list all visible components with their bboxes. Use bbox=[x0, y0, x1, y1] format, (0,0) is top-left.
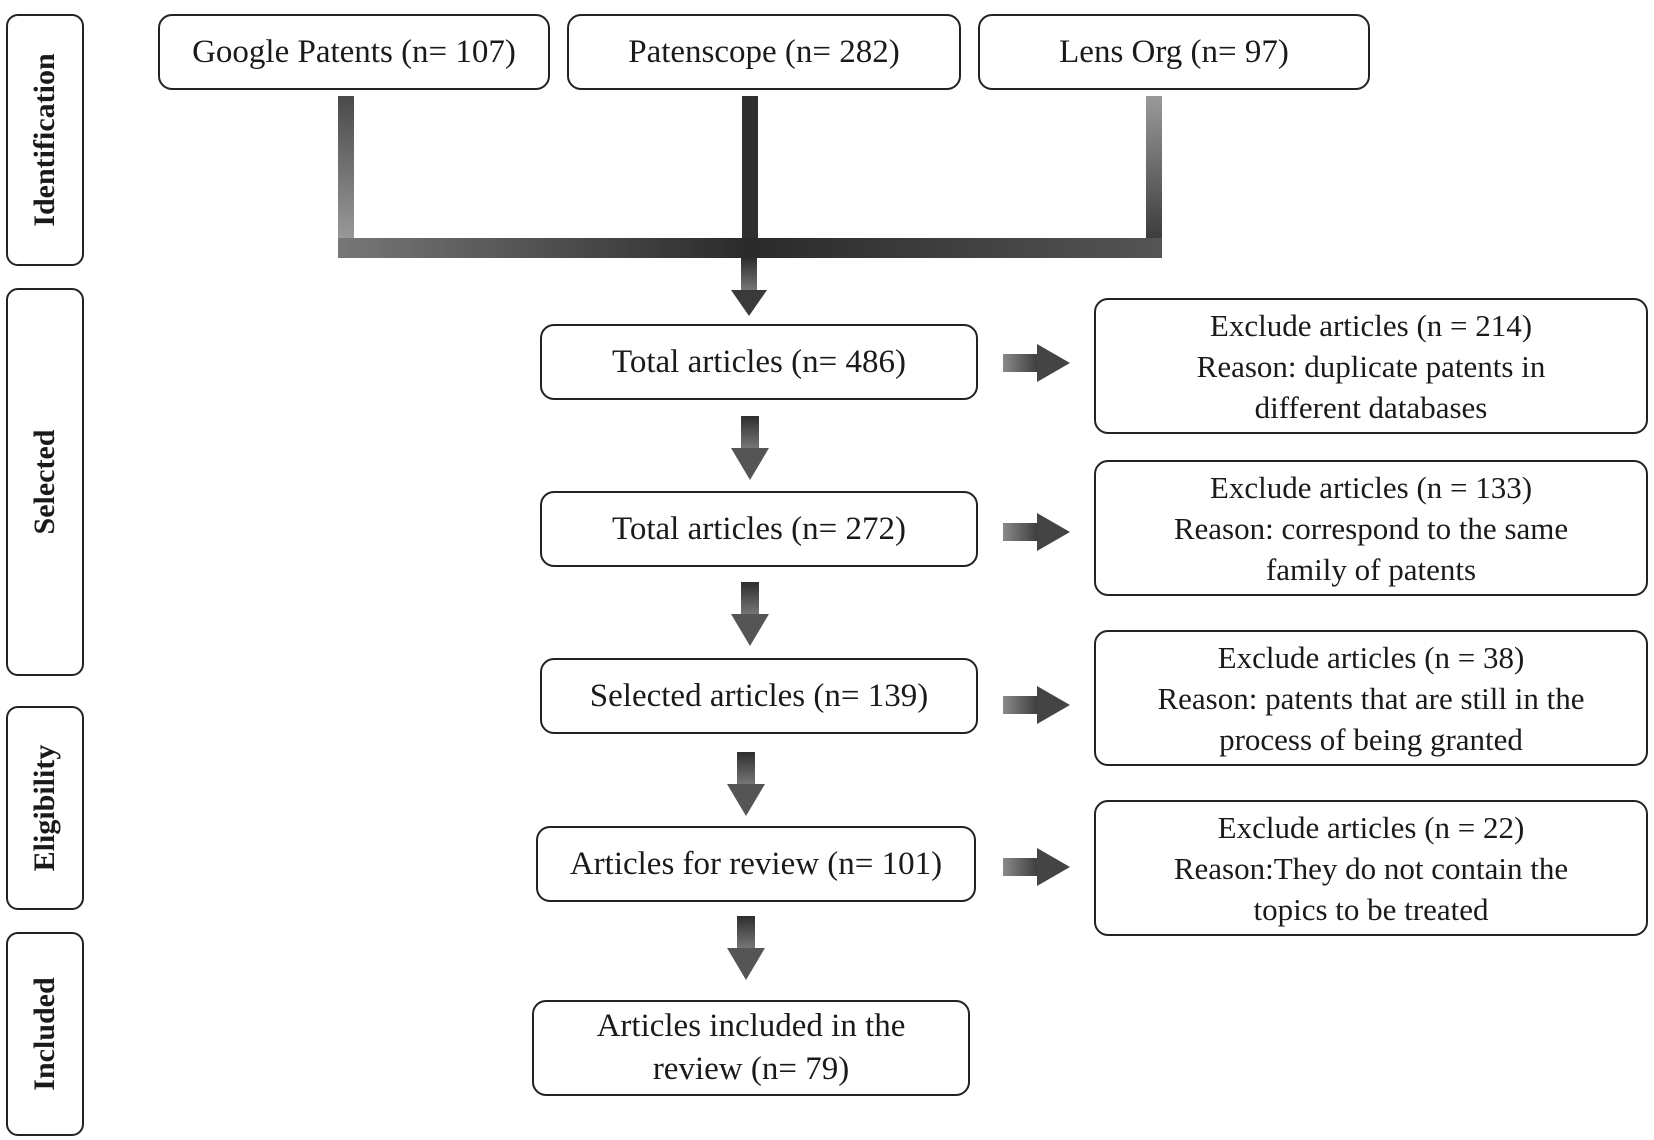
exclusion-box-3: Exclude articles (n = 38) Reason: patent… bbox=[1094, 630, 1648, 766]
exclusion-box-1: Exclude articles (n = 214) Reason: dupli… bbox=[1094, 298, 1648, 434]
exclusion-2-count: Exclude articles (n = 133) bbox=[1209, 469, 1533, 505]
arrow-right-4 bbox=[1003, 848, 1070, 886]
arrow-down-3 bbox=[731, 582, 769, 646]
step-total-486: Total articles (n= 486) bbox=[540, 324, 978, 400]
exclusion-1-reason-cont: different databases bbox=[1254, 389, 1488, 425]
exclusion-3-reason-cont: process of being granted bbox=[1219, 721, 1523, 757]
step-included-79: Articles included in the review (n= 79) bbox=[532, 1000, 970, 1096]
exclusion-4-reason-cont: topics to be treated bbox=[1253, 891, 1489, 927]
step-total-486-label: Total articles (n= 486) bbox=[612, 343, 906, 380]
connector-lens bbox=[1146, 96, 1162, 242]
stage-selected: Selected bbox=[6, 288, 84, 676]
arrow-right-3 bbox=[1003, 686, 1070, 724]
step-total-272: Total articles (n= 272) bbox=[540, 491, 978, 567]
exclusion-3-count: Exclude articles (n = 38) bbox=[1217, 639, 1525, 675]
step-total-272-label: Total articles (n= 272) bbox=[612, 510, 906, 547]
source-google-patents: Google Patents (n= 107) bbox=[158, 14, 550, 90]
arrow-down-2 bbox=[731, 416, 769, 480]
source-lens-org: Lens Org (n= 97) bbox=[978, 14, 1370, 90]
stage-eligibility: Eligibility bbox=[6, 706, 84, 910]
exclusion-2-reason-cont: family of patents bbox=[1265, 551, 1477, 587]
exclusion-1-reason: Reason: duplicate patents in bbox=[1196, 348, 1546, 384]
source-google-patents-label: Google Patents (n= 107) bbox=[192, 33, 516, 70]
connector-patenscope bbox=[742, 96, 758, 242]
merge-bar bbox=[338, 238, 1162, 258]
step-included-79-line1: Articles included in the bbox=[596, 1008, 906, 1044]
step-review-101: Articles for review (n= 101) bbox=[536, 826, 976, 902]
step-selected-139: Selected articles (n= 139) bbox=[540, 658, 978, 734]
step-selected-139-label: Selected articles (n= 139) bbox=[589, 677, 929, 714]
arrow-down-5 bbox=[727, 916, 765, 980]
source-patenscope: Patenscope (n= 282) bbox=[567, 14, 961, 90]
connector-google bbox=[338, 96, 354, 242]
source-lens-org-label: Lens Org (n= 97) bbox=[1059, 33, 1289, 70]
step-review-101-label: Articles for review (n= 101) bbox=[569, 845, 943, 882]
arrow-down-1 bbox=[731, 258, 767, 316]
stage-identification: Identification bbox=[6, 14, 84, 266]
exclusion-3-reason: Reason: patents that are still in the bbox=[1157, 680, 1585, 716]
exclusion-2-reason: Reason: correspond to the same bbox=[1173, 510, 1569, 546]
arrow-right-1 bbox=[1003, 344, 1070, 382]
arrow-down-4 bbox=[727, 752, 765, 816]
exclusion-1-count: Exclude articles (n = 214) bbox=[1209, 307, 1533, 343]
exclusion-box-4: Exclude articles (n = 22) Reason:They do… bbox=[1094, 800, 1648, 936]
exclusion-4-count: Exclude articles (n = 22) bbox=[1217, 809, 1525, 845]
step-included-79-line2: review (n= 79) bbox=[652, 1051, 850, 1087]
exclusion-box-2: Exclude articles (n = 133) Reason: corre… bbox=[1094, 460, 1648, 596]
source-patenscope-label: Patenscope (n= 282) bbox=[628, 33, 900, 70]
arrow-right-2 bbox=[1003, 513, 1070, 551]
stage-included: Included bbox=[6, 932, 84, 1136]
exclusion-4-reason: Reason:They do not contain the bbox=[1173, 850, 1569, 886]
